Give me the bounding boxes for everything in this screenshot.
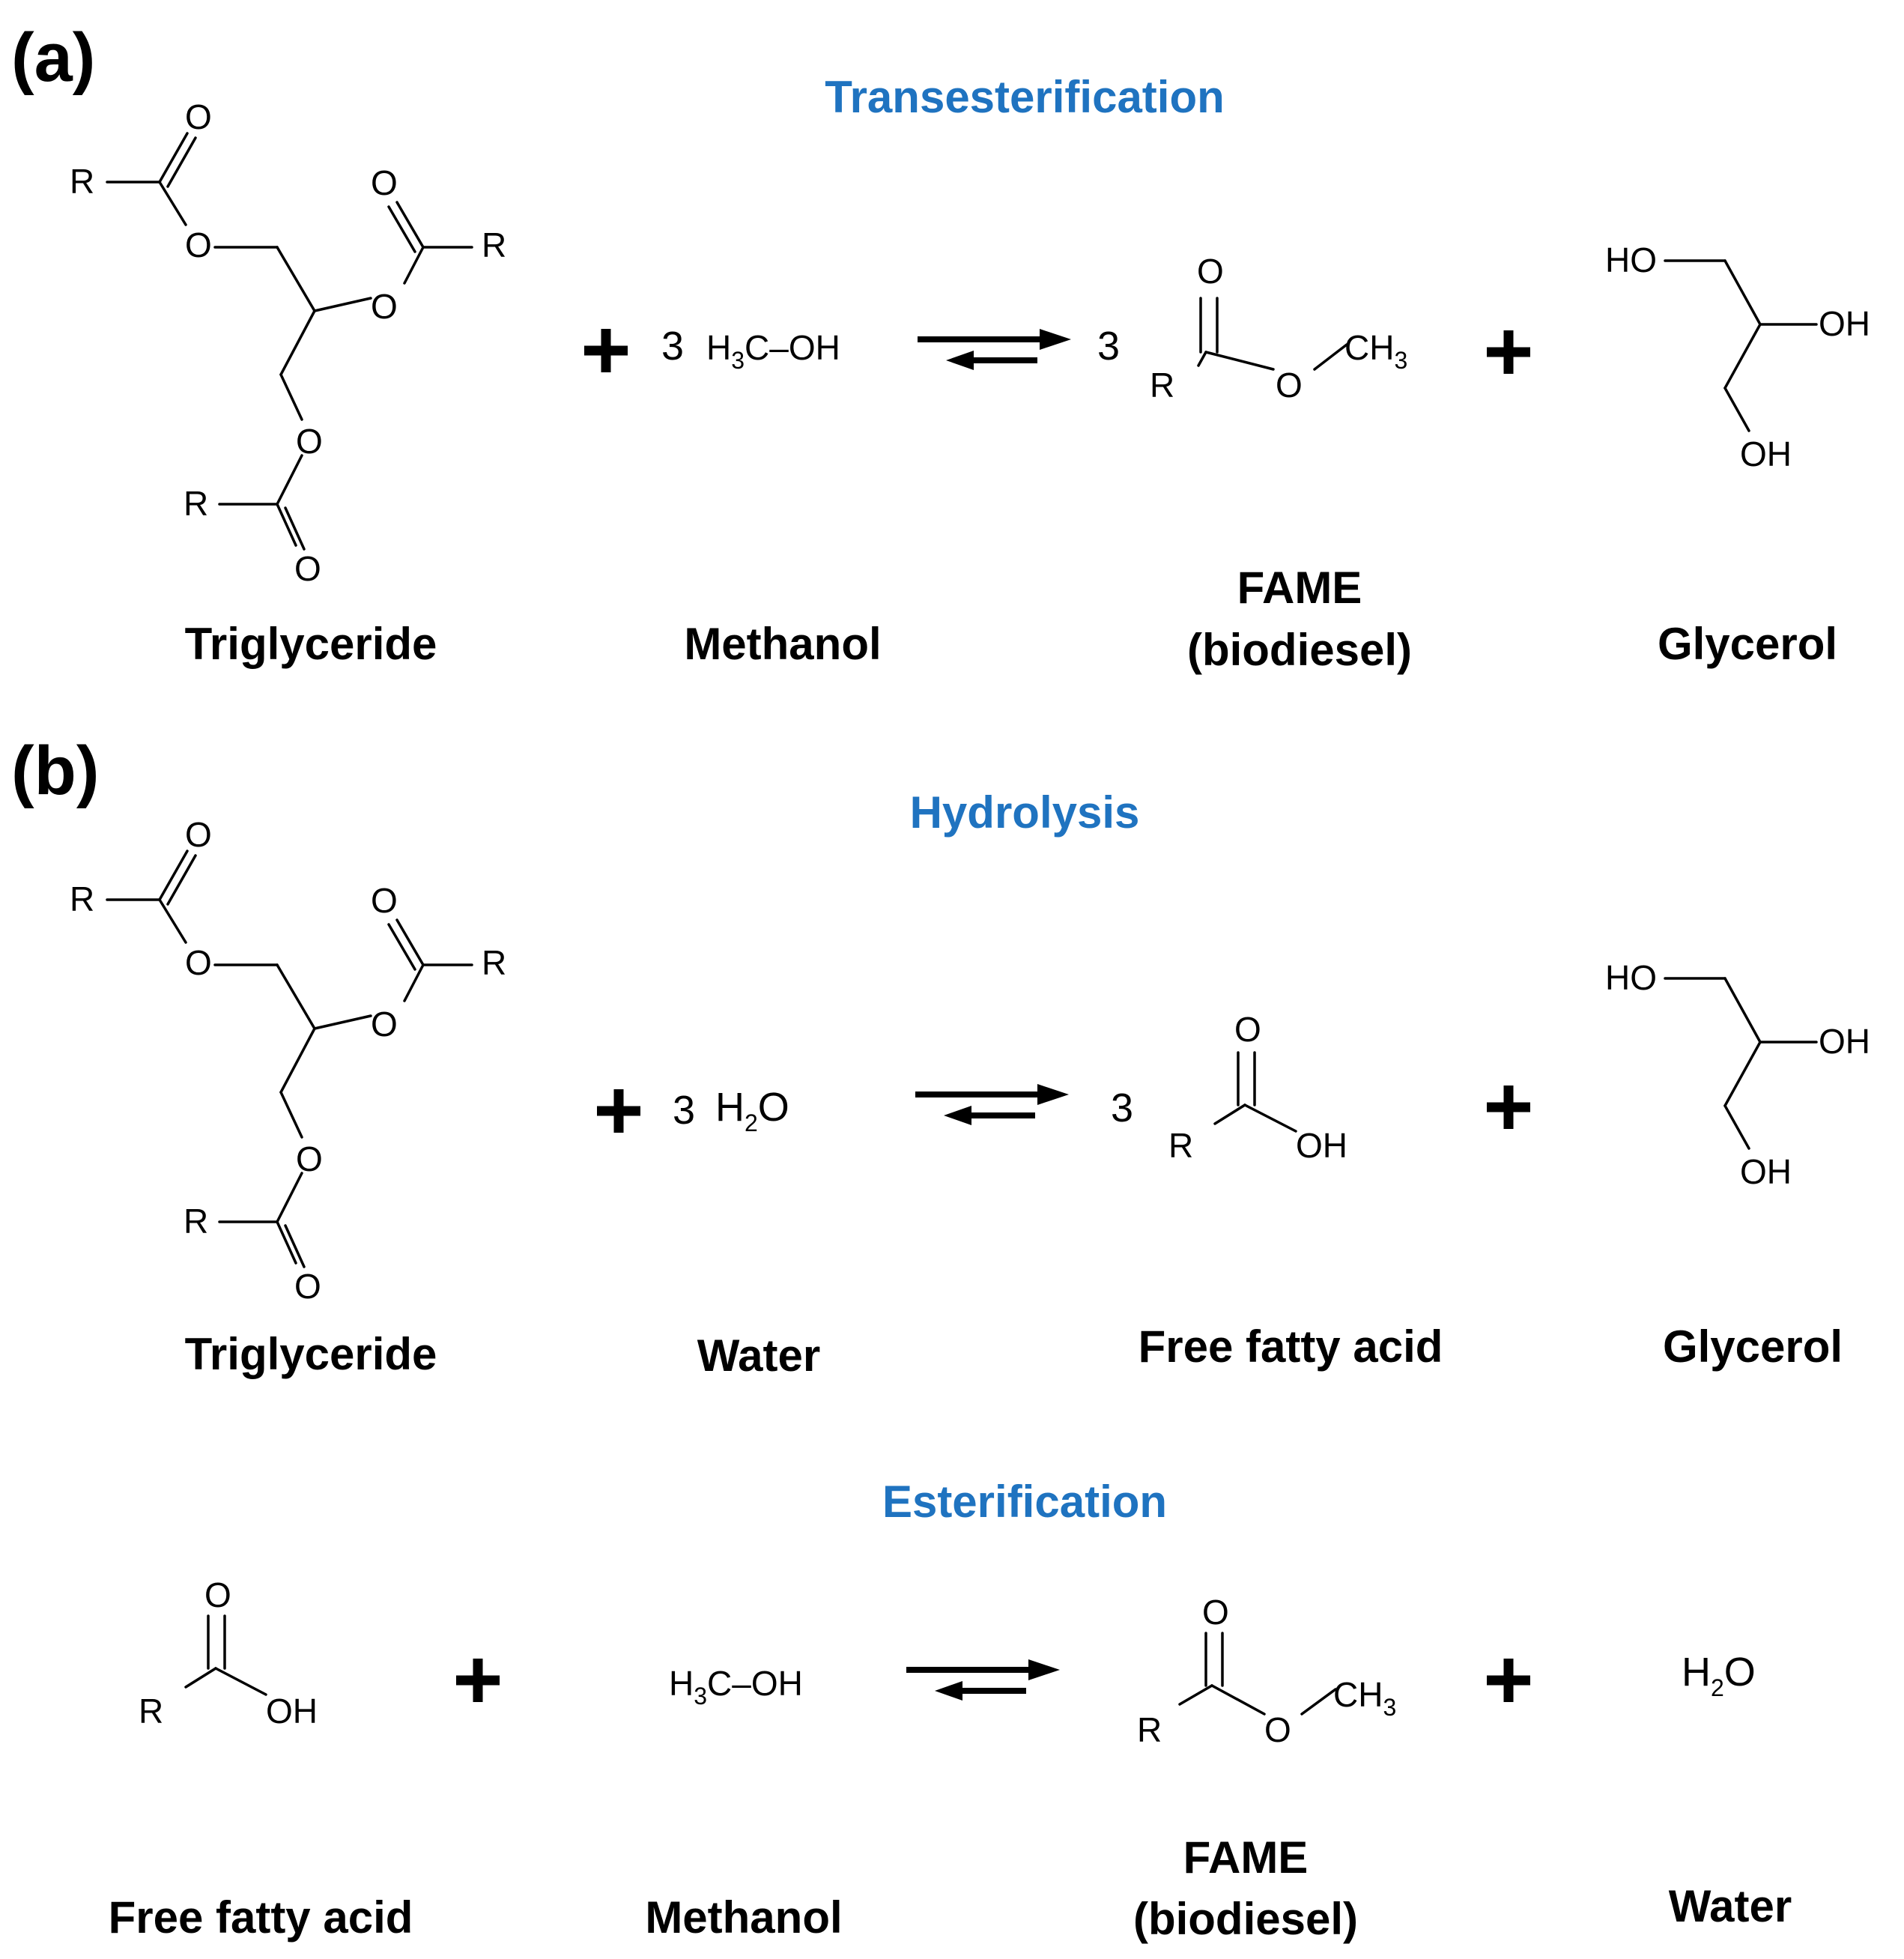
- acid-coefficient: 3: [1111, 1086, 1133, 1130]
- hydroxyl-group: OH: [1296, 1126, 1347, 1165]
- carbonyl-oxygen: O: [204, 1575, 231, 1614]
- plus-sign: [1487, 330, 1530, 374]
- methyl-group: CH3: [1333, 1675, 1396, 1721]
- carbonyl-oxygen: O: [371, 881, 398, 920]
- carbonyl-oxygen: O: [371, 163, 398, 202]
- fame-structure-a: O R O CH3: [1150, 252, 1407, 405]
- triglyceride-structure-a: R O O O R O O R O: [70, 97, 506, 588]
- fame-label-line2-esterification: (biodiesel): [1133, 1894, 1358, 1944]
- methanol-formula: H3C–OH: [706, 328, 840, 374]
- equilibrium-arrow: [906, 1659, 1060, 1701]
- hydroxyl-group: OH: [1819, 1022, 1870, 1061]
- hydroxyl-group: OH: [1740, 435, 1792, 473]
- equilibrium-arrow: [918, 329, 1071, 370]
- r-group: R: [482, 943, 506, 982]
- ester-oxygen: O: [185, 943, 212, 982]
- r-group: R: [482, 225, 506, 264]
- methanol-coefficient: 3: [661, 324, 684, 369]
- panel-label-a: (a): [11, 19, 95, 96]
- carbonyl-oxygen: O: [1197, 252, 1224, 291]
- methyl-group: CH3: [1344, 328, 1407, 374]
- glycerol-structure-b: HO OH OH: [1605, 958, 1870, 1191]
- fame-structure-esterification: O R O CH3: [1137, 1593, 1396, 1749]
- methanol-label-a: Methanol: [684, 619, 881, 669]
- free-fatty-acid-structure-b: O R OH: [1168, 1010, 1347, 1165]
- free-fatty-acid-structure-esterification: O R OH: [139, 1575, 318, 1731]
- carbonyl-oxygen: O: [185, 97, 212, 136]
- ester-oxygen: O: [1276, 366, 1303, 405]
- ester-oxygen: O: [1264, 1710, 1291, 1749]
- panel-label-b: (b): [11, 733, 99, 809]
- plus-sign: [456, 1659, 500, 1702]
- r-group: R: [1137, 1710, 1162, 1749]
- plus-sign: [584, 329, 628, 372]
- hydroxyl-group: OH: [1740, 1152, 1792, 1191]
- plus-sign: [1487, 1659, 1530, 1702]
- free-fatty-acid-label-b: Free fatty acid: [1139, 1321, 1443, 1372]
- hydroxyl-group: HO: [1605, 958, 1657, 997]
- carbonyl-oxygen: O: [185, 815, 212, 854]
- water-label-b: Water: [697, 1330, 820, 1381]
- hydrolysis-title: Hydrolysis: [910, 787, 1140, 838]
- carbonyl-oxygen: O: [1202, 1593, 1229, 1632]
- hydroxyl-group: OH: [266, 1692, 318, 1731]
- fame-label-line2-a: (biodiesel): [1187, 625, 1412, 675]
- hydroxyl-group: OH: [1819, 304, 1870, 343]
- ester-oxygen: O: [371, 1005, 398, 1044]
- transesterification-title: Transesterification: [825, 72, 1225, 122]
- methanol-formula: H3C–OH: [669, 1664, 803, 1710]
- triglyceride-label-a: Triglyceride: [185, 619, 437, 669]
- ester-oxygen: O: [296, 1139, 323, 1178]
- r-group: R: [70, 879, 94, 918]
- plus-sign: [597, 1089, 640, 1133]
- carbonyl-oxygen: O: [294, 1267, 321, 1306]
- free-fatty-acid-label-esterification: Free fatty acid: [109, 1892, 413, 1943]
- glycerol-structure-a: HO OH OH: [1605, 240, 1870, 473]
- r-group: R: [70, 162, 94, 201]
- ester-oxygen: O: [371, 287, 398, 326]
- triglyceride-label-b: Triglyceride: [185, 1329, 437, 1379]
- methanol-label-esterification: Methanol: [645, 1892, 842, 1943]
- ester-oxygen: O: [185, 225, 212, 264]
- r-group: R: [139, 1692, 163, 1731]
- water-formula: H2O: [715, 1085, 789, 1136]
- fame-coefficient: 3: [1097, 324, 1120, 369]
- fame-label-line1-esterification: FAME: [1183, 1832, 1309, 1883]
- water-label-esterification: Water: [1669, 1881, 1792, 1931]
- esterification-title: Esterification: [882, 1477, 1167, 1527]
- fame-label-line1-a: FAME: [1237, 563, 1362, 613]
- ester-oxygen: O: [296, 422, 323, 461]
- hydroxyl-group: HO: [1605, 240, 1657, 279]
- r-group: R: [1168, 1126, 1193, 1165]
- carbonyl-oxygen: O: [1234, 1010, 1261, 1049]
- glycerol-label-b: Glycerol: [1663, 1321, 1843, 1372]
- triglyceride-structure-b: R O O O R O O R O: [70, 815, 506, 1306]
- water-formula: H2O: [1682, 1650, 1756, 1701]
- r-group: R: [184, 1202, 208, 1241]
- glycerol-label-a: Glycerol: [1658, 619, 1837, 669]
- carbonyl-oxygen: O: [294, 549, 321, 588]
- r-group: R: [1150, 366, 1174, 405]
- water-coefficient: 3: [673, 1088, 695, 1133]
- r-group: R: [184, 484, 208, 523]
- plus-sign: [1487, 1086, 1530, 1129]
- equilibrium-arrow: [915, 1084, 1069, 1125]
